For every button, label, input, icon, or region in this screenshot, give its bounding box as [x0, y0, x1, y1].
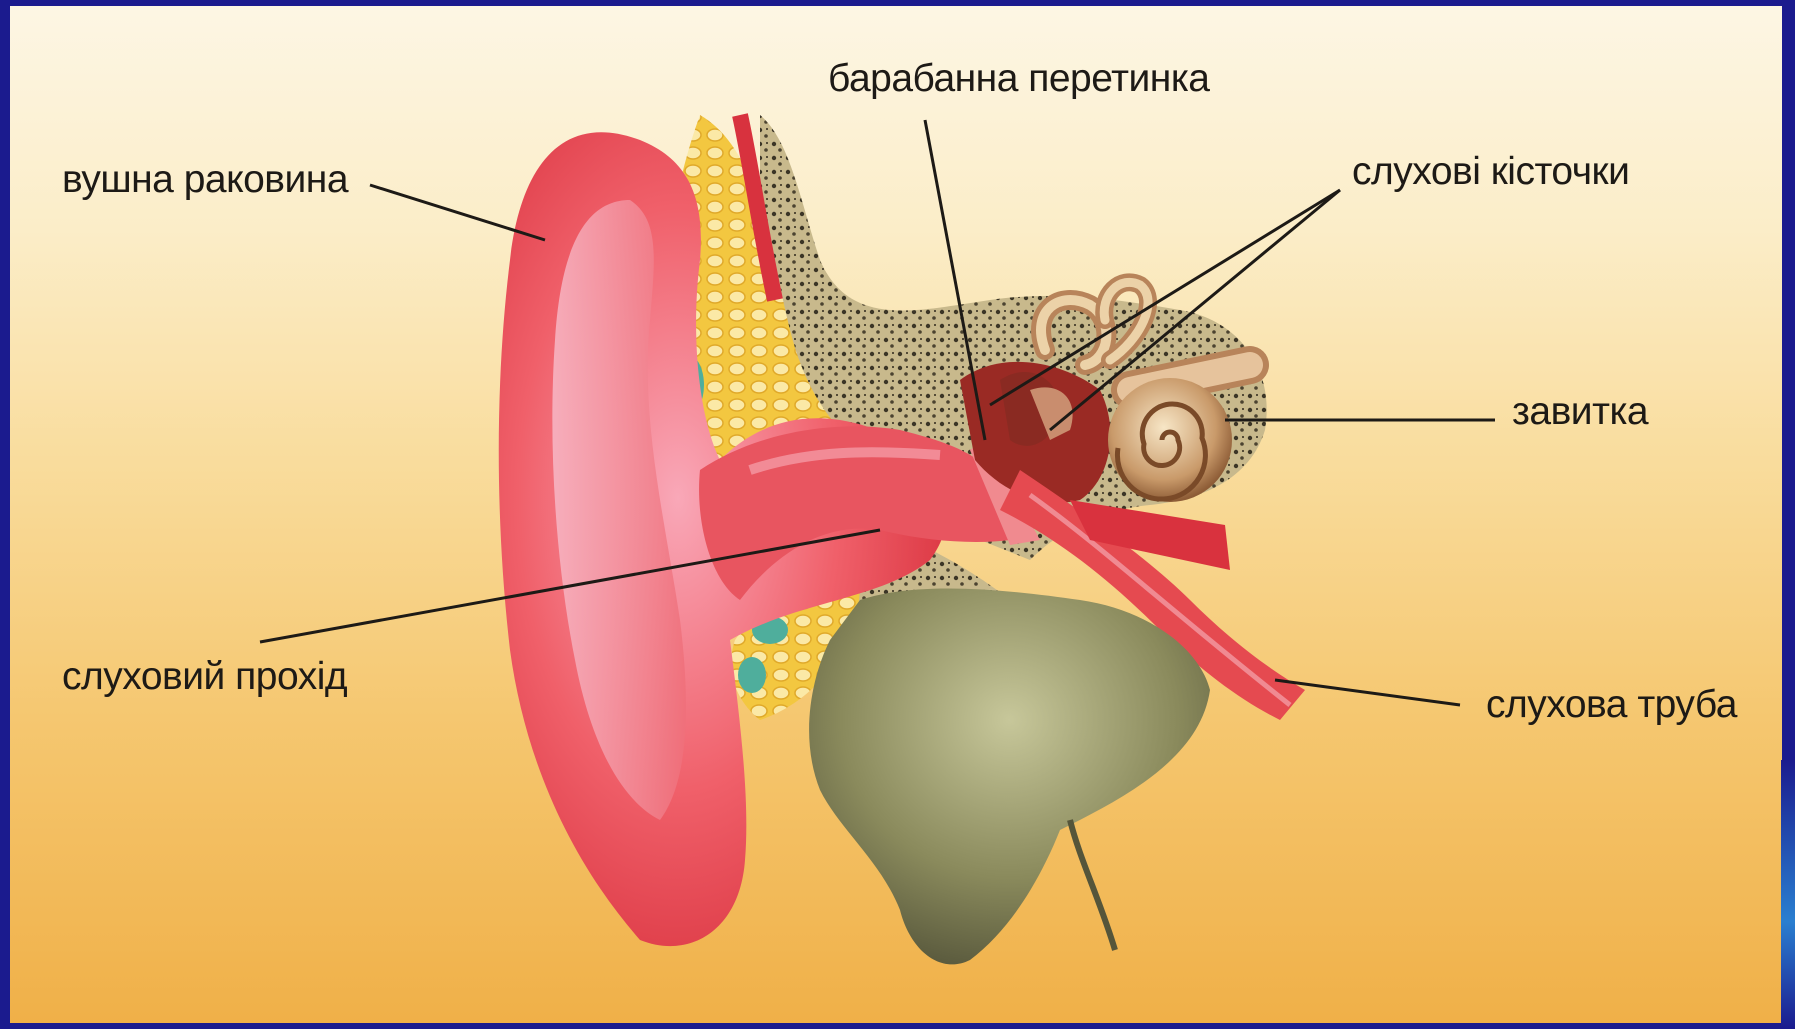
label-auricle: вушна раковина — [62, 158, 348, 202]
jaw-bone-shape — [809, 588, 1210, 964]
label-cochlea: завитка — [1512, 390, 1648, 434]
label-eardrum: барабанна перетинка — [828, 57, 1209, 101]
cochlea-shape — [1108, 378, 1232, 502]
label-ear-canal: слуховий прохід — [62, 655, 347, 699]
label-eustachian-tube: слухова труба — [1486, 683, 1737, 727]
label-ossicles: слухові кісточки — [1352, 150, 1629, 194]
leader-line-auricle — [370, 185, 545, 240]
